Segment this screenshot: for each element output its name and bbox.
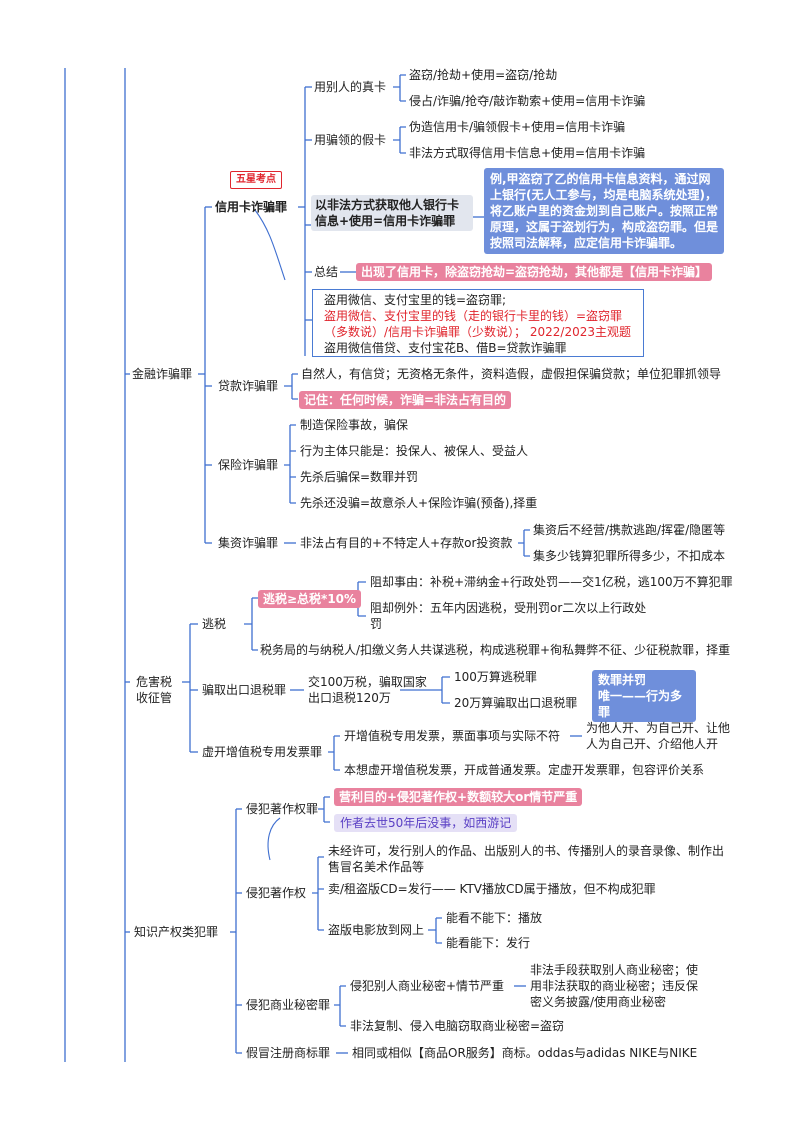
evasion-block-2b: 罚 (370, 617, 383, 631)
trademark-a: 相同或相似【商品OR服务】商标。oddas与adidas NIKE与NIKE (352, 1046, 698, 1060)
node-trade-secret: 侵犯商业秘密罪 (246, 998, 331, 1012)
node-ip: 知识产权类犯罪 (134, 925, 219, 939)
fundraising-main: 非法占有目的+不特定人+存款or投资款 (300, 536, 513, 550)
copyright-crime-a: 营利目的+侵犯著作权+数额较大or情节严重 (334, 788, 583, 806)
fake-card-item-2: 非法方式取得信用卡信息+使用=信用卡诈骗 (409, 146, 646, 160)
summary-text: 出现了信用卡，除盗窃抢劫=盗窃抢劫，其他都是【信用卡诈骗】 (356, 263, 713, 281)
export-note: 数罪并罚 唯一——行为多罪 (592, 670, 696, 722)
real-card-item-1: 盗窃/抢劫+使用=盗窃/抢劫 (409, 68, 558, 82)
evasion-ratio: 逃税≥总税*10% (258, 590, 362, 608)
node-real-card: 用别人的真卡 (314, 80, 387, 94)
invoice-a: 开增值税专用发票，票面事项与实际不符 (344, 729, 561, 743)
note-line-1: 盗用微信、支付宝里的钱=盗窃罪; (324, 293, 507, 307)
export-note-2: 唯一——行为多罪 (598, 689, 683, 719)
trade-secret-a: 侵犯别人商业秘密+情节严重 (350, 979, 505, 993)
invoice-a-sub-2: 人为自己开、介绍他人开 (586, 737, 719, 751)
node-illegal-info: 以非法方式获取他人银行卡信息+使用=信用卡诈骗罪 (311, 195, 473, 231)
node-evasion: 逃税 (202, 617, 227, 631)
real-card-item-2: 侵占/诈骗/抢夺/敲诈勒索+使用=信用卡诈骗 (409, 94, 646, 108)
copyright-infringe-a1: 未经许可，发行别人的作品、出版别人的书、传播别人的录音录像、制作出 (328, 844, 725, 858)
copyright-infringe-c: 盗版电影放到网上 (328, 923, 425, 937)
node-copyright-infringe: 侵犯著作权 (246, 886, 307, 900)
node-financial: 金融诈骗罪 (132, 367, 193, 381)
note-line-4: 盗用微信借贷、支付宝花B、借B=贷款诈骗罪 (324, 341, 567, 355)
fake-card-item-1: 伪造信用卡/骗领假卡+使用=信用卡诈骗 (409, 120, 626, 134)
node-tax: 危害税收征管 (136, 675, 173, 705)
credit-card-example: 例,甲盗窃了乙的信用卡信息资料，通过网上银行(无人工参与，均是电脑系统处理)，将… (484, 168, 724, 254)
copyright-crime-b: 作者去世50年后没事，如西游记 (334, 814, 518, 832)
trade-secret-sub-3: 密义务披露/使用商业秘密 (530, 995, 667, 1009)
trade-secret-b: 非法复制、侵入电脑窃取商业秘密=盗窃 (350, 1019, 565, 1033)
evasion-block-2a: 阻却例外：五年内因逃税，受刑罚or二次以上行政处 (370, 601, 647, 615)
loan-line-1: 自然人，有信贷；无资格无条件，资料造假，虚假担保骗贷款；单位犯罪抓领导 (301, 367, 722, 381)
export-main-2: 出口退税120万 (308, 691, 391, 705)
evasion-collusion: 税务局的与纳税人/扣缴义务人共谋逃税，构成逃税罪+徇私舞弊不征、少征税款罪，择重 (260, 643, 731, 657)
invoice-b: 本想虚开增值税发票，开成普通发票。定虚开发票罪，包容评价关系 (344, 763, 705, 777)
note-line-3: （多数说）/信用卡诈骗罪（少数说）； 2022/2023主观题 (324, 325, 631, 339)
node-credit-card: 信用卡诈骗罪 (215, 200, 288, 214)
insurance-item-3: 先杀后骗保=数罪并罚 (300, 470, 419, 484)
node-copyright-crime: 侵犯著作权罪 (246, 802, 319, 816)
export-item-2: 20万算骗取出口退税罪 (454, 696, 578, 710)
trade-secret-sub-2: 用非法获取的商业秘密；违反保 (530, 979, 699, 993)
node-trademark: 假冒注册商标罪 (246, 1046, 331, 1060)
copyright-infringe-c-1: 能看不能下：播放 (446, 911, 543, 925)
note-line-2: 盗用微信、支付宝里的钱（走的银行卡里的钱）=盗窃罪 (324, 309, 623, 323)
fundraising-item-1: 集资后不经营/携款逃跑/挥霍/隐匿等 (533, 523, 726, 537)
export-main-1: 交100万税，骗取国家 (308, 675, 427, 689)
insurance-item-1: 制造保险事故，骗保 (300, 418, 409, 432)
node-fake-card: 用骗领的假卡 (314, 133, 387, 147)
node-insurance: 保险诈骗罪 (218, 458, 279, 472)
copyright-infringe-c-2: 能看能下：发行 (446, 936, 531, 950)
tag-five-star: 五星考点 (230, 171, 282, 189)
insurance-item-4: 先杀还没骗=故意杀人+保险诈骗(预备),择重 (300, 496, 538, 510)
loan-line-2: 记住：任何时候，诈骗=非法占有目的 (299, 391, 512, 409)
trade-secret-sub-1: 非法手段获取别人商业秘密；使 (530, 963, 699, 977)
export-note-1: 数罪并罚 (598, 673, 647, 687)
node-invoice: 虚开增值税专用发票罪 (202, 745, 323, 759)
evasion-block-1: 阻却事由：补税+滞纳金+行政处罚——交1亿税，逃100万不算犯罪 (370, 575, 733, 589)
node-summary: 总结 (314, 265, 339, 279)
insurance-item-2: 行为主体只能是：投保人、被保人、受益人 (300, 444, 529, 458)
node-loan: 贷款诈骗罪 (218, 379, 279, 393)
export-item-1: 100万算逃税罪 (454, 670, 537, 684)
note-box (312, 289, 644, 357)
node-export: 骗取出口退税罪 (202, 683, 287, 697)
copyright-infringe-b: 卖/租盗版CD=发行—— KTV播放CD属于播放，但不构成犯罪 (328, 882, 656, 896)
node-fundraising: 集资诈骗罪 (218, 536, 279, 550)
invoice-a-sub-1: 为他人开、为自己开、让他 (586, 721, 731, 735)
fundraising-item-2: 集多少钱算犯罪所得多少，不扣成本 (533, 549, 726, 563)
copyright-infringe-a2: 售冒名美术作品等 (328, 860, 425, 874)
